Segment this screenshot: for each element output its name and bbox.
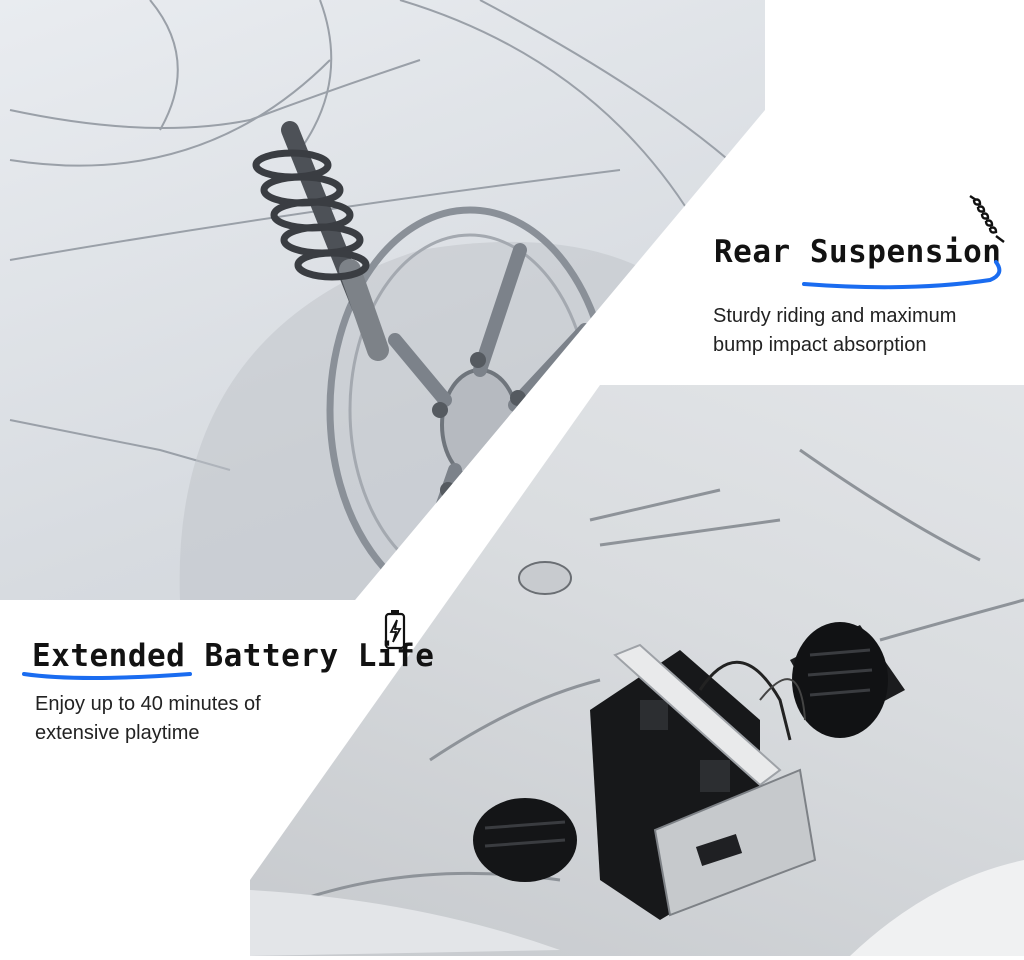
shock-absorber-icon xyxy=(252,121,389,361)
extended-battery-life-description: Enjoy up to 40 minutes of extensive play… xyxy=(35,690,261,748)
motor-icon xyxy=(473,798,577,882)
extended-battery-life-title: Extended Battery Life xyxy=(32,638,435,674)
rear-suspension-desc-line-2: bump impact absorption xyxy=(713,334,927,356)
spring-icon xyxy=(969,195,1005,243)
extended-battery-life-underline xyxy=(22,672,192,680)
battery-icon xyxy=(384,610,406,650)
rear-suspension-title: Rear Suspension xyxy=(714,234,1002,270)
motor-icon xyxy=(790,622,905,738)
extended-battery-life-desc-line-1: Enjoy up to 40 minutes of xyxy=(35,693,261,715)
extended-battery-life-desc-line-2: extensive playtime xyxy=(35,722,200,744)
rear-suspension-underline xyxy=(802,260,1002,290)
rear-suspension-desc-line-1: Sturdy riding and maximum xyxy=(713,305,957,327)
rear-suspension-description: Sturdy riding and maximum bump impact ab… xyxy=(713,302,956,360)
